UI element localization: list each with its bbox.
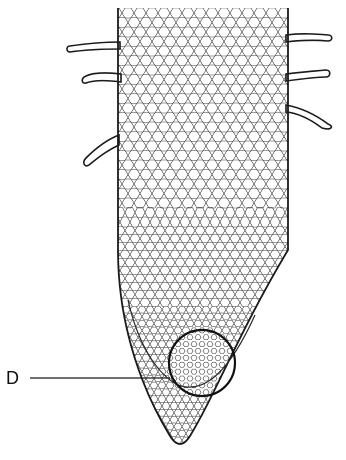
cell-mesh xyxy=(104,8,308,457)
root-hair-left-1 xyxy=(67,42,120,52)
root-hair-left-2 xyxy=(82,73,121,83)
root-hair-left-3 xyxy=(84,135,119,166)
root-hair-right-3 xyxy=(286,105,331,129)
cell-walls xyxy=(104,8,308,457)
root-hair-right-2 xyxy=(286,70,330,81)
label-d: D xyxy=(6,368,19,388)
meristem-circle xyxy=(169,330,235,396)
root-hair-right-1 xyxy=(286,34,332,42)
